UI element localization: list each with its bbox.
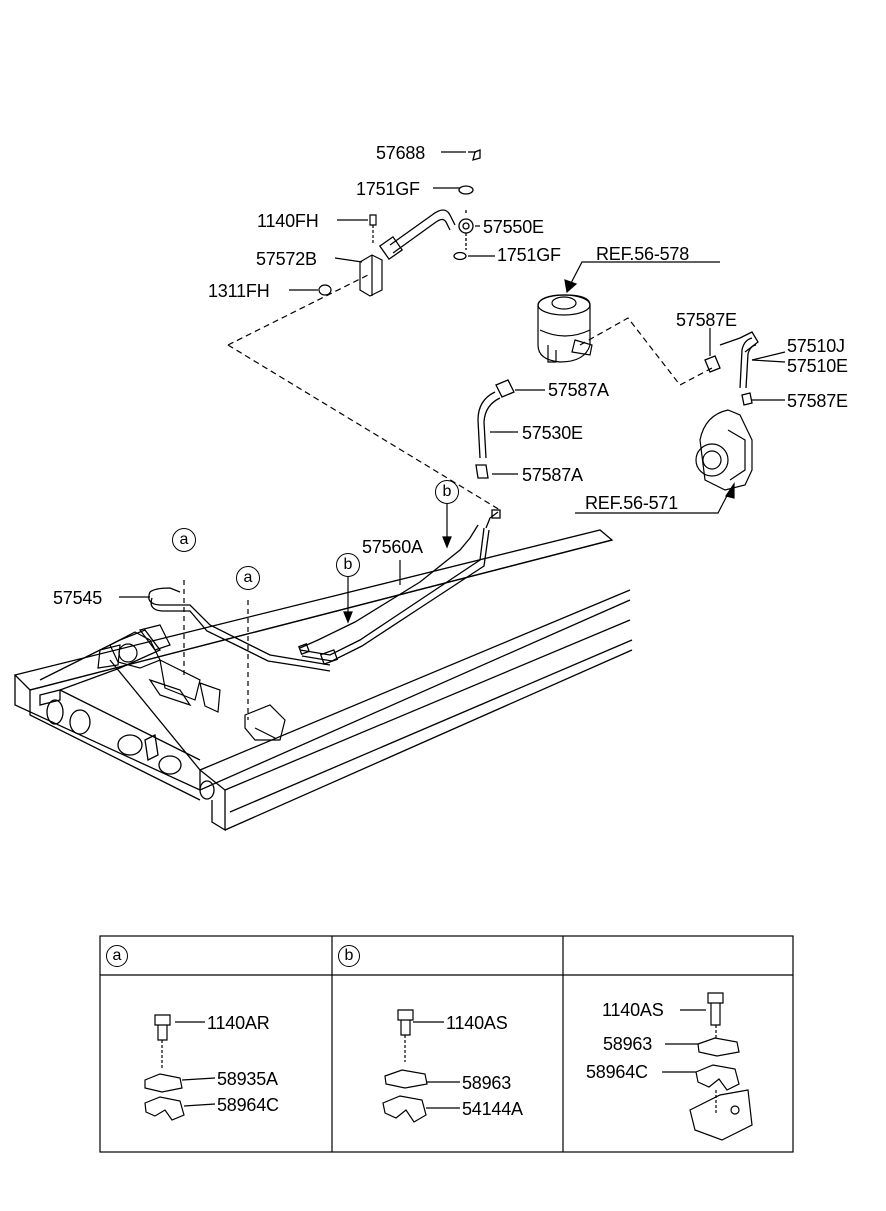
- hose-57530e: [475, 379, 515, 479]
- label-57510j: 57510J: [787, 336, 845, 356]
- bracket-57572b: [318, 214, 383, 297]
- ref571-leader: [575, 482, 735, 514]
- callout-b-2: b: [435, 480, 459, 504]
- pump: [695, 409, 753, 491]
- frame-rail: [13, 529, 633, 832]
- label-1751gf-bottom: 1751GF: [497, 245, 561, 265]
- label-57550e: 57550E: [483, 217, 544, 237]
- label-57587a-top: 57587A: [548, 380, 609, 400]
- dashed-links: [227, 274, 713, 511]
- table-parts-b: [382, 1009, 460, 1123]
- mount-brackets: [97, 624, 286, 741]
- label-ref-56-578: REF.56-578: [596, 244, 690, 264]
- table-parts-a: [144, 1014, 216, 1121]
- reservoir: [537, 294, 593, 363]
- pipe-57560a: [298, 509, 501, 665]
- table-a-part-2: 58935A: [217, 1069, 278, 1089]
- label-leaders: [119, 151, 786, 598]
- table-b-part-2: 58963: [462, 1073, 512, 1093]
- table-b-part-1: 1140AS: [446, 1013, 508, 1033]
- leader-a: [183, 580, 249, 720]
- table-a-part-3: 58964C: [217, 1095, 279, 1115]
- callout-a-1: a: [172, 528, 196, 552]
- table-header-b: b: [338, 945, 360, 967]
- label-57688: 57688: [376, 143, 426, 163]
- label-1751gf-top: 1751GF: [356, 179, 420, 199]
- label-ref-56-571: REF.56-571: [585, 493, 679, 513]
- label-1140fh: 1140FH: [257, 211, 319, 231]
- label-1311fh: 1311FH: [208, 281, 270, 301]
- hose-57510j: [704, 331, 759, 406]
- callout-b-1: b: [336, 553, 360, 577]
- parts-table: [99, 935, 794, 1153]
- callout-a-2: a: [236, 566, 260, 590]
- label-57587e-top: 57587E: [676, 310, 737, 330]
- label-57587e-right: 57587E: [787, 391, 848, 411]
- table-c-part-2: 58963: [603, 1034, 653, 1054]
- table-c-part-1: 1140AS: [602, 1000, 664, 1020]
- label-57530e: 57530E: [522, 423, 583, 443]
- table-c-part-3: 58964C: [586, 1062, 648, 1082]
- hose-top: [378, 149, 481, 261]
- ref578-leader: [564, 261, 720, 294]
- table-a-part-1: 1140AR: [207, 1013, 270, 1033]
- label-57510e: 57510E: [787, 356, 848, 376]
- table-b-part-3: 54144A: [462, 1099, 523, 1119]
- label-57545: 57545: [53, 588, 103, 608]
- label-57587a-mid: 57587A: [522, 465, 583, 485]
- label-57572b: 57572B: [256, 249, 317, 269]
- table-header-a: a: [106, 945, 128, 967]
- label-57560a: 57560A: [362, 537, 423, 557]
- table-parts-c: [662, 992, 753, 1141]
- leader-b: [343, 504, 452, 624]
